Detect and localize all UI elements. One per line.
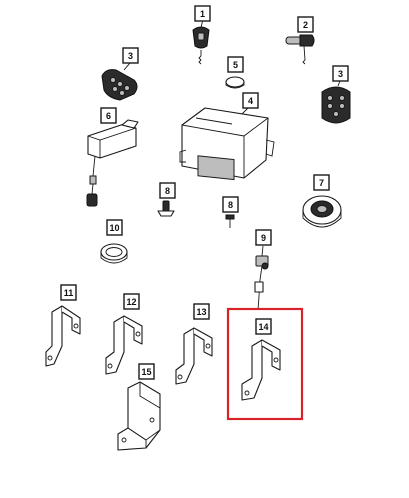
callout-box-11	[106, 219, 123, 236]
callout-number-4: 4	[248, 96, 253, 106]
callout-number-5: 5	[233, 60, 238, 70]
callout-number-9: 8	[165, 186, 170, 196]
part-5-coin-battery[interactable]: 5	[225, 56, 245, 89]
callout-number-16: 15	[141, 367, 151, 377]
bracket-icon	[175, 327, 213, 385]
callout-box-7	[313, 174, 330, 191]
coin-battery-icon	[225, 76, 245, 89]
part-15-highlight-frame	[226, 307, 304, 421]
part-4-control-module[interactable]: 4	[179, 92, 275, 181]
part-13-bracket[interactable]: 12	[105, 293, 143, 375]
part-11-ring[interactable]: 10	[100, 219, 128, 264]
callout-number-13: 12	[126, 297, 136, 307]
screw-icon	[225, 214, 235, 228]
callout-number-1: 1	[200, 9, 205, 19]
antenna-icon	[254, 245, 269, 311]
part-16-bracket[interactable]: 15	[117, 363, 161, 451]
callout-number-7: 7	[319, 178, 324, 188]
callout-number-6: 6	[106, 111, 111, 121]
callout-box-14	[193, 303, 210, 320]
ignition-switch-icon	[302, 195, 342, 228]
callout-number-12: 11	[64, 288, 74, 298]
part-6-receiver-module[interactable]: 6	[86, 107, 139, 207]
callout-number-3a: 3	[128, 51, 133, 61]
callout-box-16	[138, 363, 155, 380]
bracket-icon	[45, 305, 81, 367]
callout-box-5	[227, 56, 244, 73]
key-fob-icon	[192, 26, 210, 65]
callout-number-11: 10	[109, 223, 119, 233]
part-8-screw[interactable]: 8	[222, 196, 239, 228]
callout-box-13	[123, 293, 140, 310]
bracket-icon	[241, 339, 281, 401]
part-3-remote-transmitter-left[interactable]: 3	[101, 47, 139, 101]
part-2-switchblade-key[interactable]: 2	[285, 16, 315, 65]
switchblade-key-icon	[285, 34, 315, 65]
receiver-module-icon	[86, 119, 139, 207]
ring-icon	[100, 243, 128, 264]
part-15-bracket[interactable]: 14	[226, 307, 304, 421]
remote-transmitter-icon	[101, 69, 138, 101]
callout-box-12	[60, 284, 77, 301]
control-module-icon	[179, 107, 275, 181]
part-7-ignition-switch[interactable]: 7	[302, 174, 342, 228]
part-14-bracket[interactable]: 13	[175, 303, 213, 385]
remote-transmitter-icon	[321, 86, 351, 124]
callout-number-2: 2	[303, 20, 308, 30]
callout-number-3b: 3	[338, 69, 343, 79]
part-3-remote-transmitter-right[interactable]: 3	[321, 65, 351, 124]
part-12-bracket[interactable]: 11	[45, 284, 81, 367]
callout-number-10: 9	[261, 233, 266, 243]
push-pin-icon	[157, 200, 175, 217]
callout-box-10	[255, 229, 272, 246]
callout-box-4	[242, 92, 259, 109]
callout-number-14: 13	[196, 307, 206, 317]
callout-box-3a	[122, 47, 139, 64]
callout-box-2	[297, 16, 314, 33]
part-10-antenna[interactable]: 9	[254, 229, 272, 311]
callout-box-15	[255, 318, 272, 335]
part-9-push-pin[interactable]: 8	[157, 182, 176, 217]
callout-number-8: 8	[228, 200, 233, 210]
bracket-icon	[117, 381, 161, 451]
part-1-key-fob[interactable]: 1	[192, 5, 211, 65]
bracket-icon	[105, 315, 143, 375]
callout-box-9	[159, 182, 176, 199]
callout-box-3b	[332, 65, 349, 82]
callout-box-8	[222, 196, 239, 213]
callout-number-15: 14	[258, 322, 268, 332]
callout-box-6	[100, 107, 117, 124]
